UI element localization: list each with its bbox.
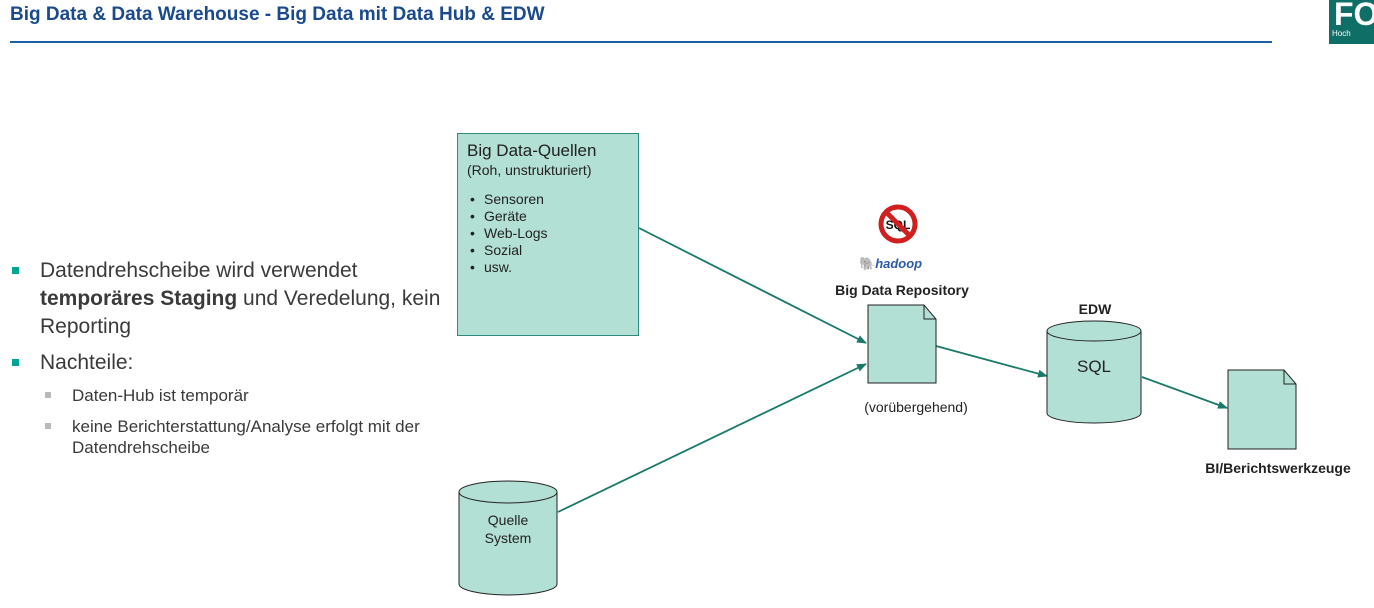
source-item: usw. (467, 259, 638, 276)
no-sql-icon: SQL (878, 204, 918, 244)
source-item: Web-Logs (467, 225, 638, 242)
source-item: Sensoren (467, 191, 638, 208)
bullet-usage-bold: temporäres Staging (40, 287, 238, 310)
sub-bullet-no-reporting-text: keine Berichterstattung/Analyse erfolgt … (72, 417, 420, 457)
edw-label: EDW (1078, 301, 1112, 317)
arrow-sources-to-repository (638, 227, 867, 344)
logo-subtext: Hoch (1332, 29, 1351, 38)
edw-sql-label: SQL (1076, 357, 1112, 376)
bullet-marker (12, 359, 19, 366)
arrow-repository-to-edw (935, 345, 1048, 378)
source-system-line2: System (484, 530, 532, 546)
edw-cylinder-top (1046, 320, 1142, 342)
title-divider (10, 41, 1272, 43)
arrow-edw-to-bi (1141, 376, 1228, 409)
hadoop-elephant-icon: 🐘 (859, 256, 876, 271)
big-data-sources-box: Big Data-Quellen (Roh, unstrukturiert) S… (457, 133, 639, 336)
hadoop-logo-text: hadoop (875, 256, 923, 271)
sources-title: Big Data-Quellen (467, 141, 597, 160)
page-title: Big Data & Data Warehouse - Big Data mit… (10, 4, 545, 25)
bullet-marker (12, 267, 19, 274)
arrow-system-to-repository (557, 363, 867, 513)
hadoop-logo: 🐘hadoop (859, 256, 922, 272)
sub-bullet-marker (45, 423, 51, 429)
sub-bullet-marker (45, 392, 51, 398)
sources-list: Sensoren Geräte Web-Logs Sozial usw. (467, 191, 638, 276)
bi-label: BI/Berichtswerkzeuge (1205, 460, 1351, 476)
sub-bullet-no-reporting: keine Berichterstattung/Analyse erfolgt … (45, 416, 502, 458)
bullet-usage: Datendrehscheibe wird verwendet temporär… (12, 257, 500, 341)
source-item: Geräte (467, 208, 638, 225)
repository-document-fold (923, 305, 936, 320)
bullet-usage-text: Datendrehscheibe wird verwendet (40, 259, 358, 282)
bullet-usage-text-rest: und Veredelung, kein Reporting (40, 287, 441, 338)
bullet-list: Datendrehscheibe wird verwendet temporär… (12, 257, 502, 468)
source-system-cylinder-top (458, 480, 558, 504)
logo-mark: FO (1334, 0, 1374, 32)
edw-cylinder-body (1046, 331, 1142, 424)
bullet-drawbacks: Nachteile: (12, 349, 500, 377)
source-system-line1: Quelle (487, 512, 529, 528)
sources-subtitle: (Roh, unstrukturiert) (467, 162, 592, 178)
source-system-cylinder-body (458, 492, 558, 596)
sub-bullet-temporary: Daten-Hub ist temporär (45, 385, 502, 406)
source-system-label: Quelle System (468, 511, 548, 547)
repository-document-shape (867, 304, 937, 384)
bi-document-shape (1227, 369, 1297, 450)
sub-bullet-temporary-text: Daten-Hub ist temporär (72, 386, 249, 405)
university-logo: FO Hoch (1329, 0, 1374, 44)
bi-document-fold (1283, 370, 1296, 385)
repository-caption: (vorübergehend) (864, 399, 968, 415)
source-item: Sozial (467, 242, 638, 259)
repository-label: Big Data Repository (835, 282, 969, 298)
bullet-drawbacks-text: Nachteile: (40, 351, 134, 374)
